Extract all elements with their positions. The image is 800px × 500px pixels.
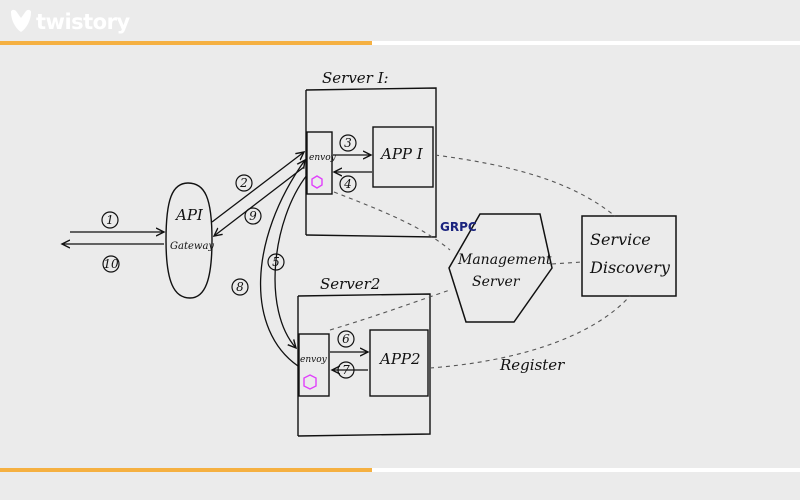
step-number: 7 [342, 363, 350, 377]
envoy2-label: envoy [300, 355, 328, 365]
step-number: 8 [236, 280, 244, 294]
top-divider-bar [372, 41, 800, 45]
step-number: 10 [103, 257, 119, 271]
logo-text: twistory [36, 10, 130, 34]
step-number: 3 [344, 136, 352, 150]
top-accent-bar [0, 41, 372, 45]
step-marker-10: 10 [102, 255, 120, 273]
brand-logo: twistory [8, 6, 130, 36]
arrow-step9 [214, 166, 305, 236]
server1-box [305, 87, 437, 238]
management-server-label-line2: Server [472, 274, 521, 290]
step-marker-8: 8 [231, 278, 249, 296]
grpc-label: GRPC [440, 220, 477, 234]
step-number: 5 [272, 255, 280, 269]
dashed-envoy1-management [333, 191, 451, 251]
step-number: 9 [249, 209, 257, 223]
step-number: 6 [342, 332, 350, 346]
envoy1-label: envoy [309, 153, 337, 163]
envoy1-proxy-icon [311, 175, 323, 189]
management-server-shape [448, 213, 553, 323]
app1-box [372, 126, 434, 188]
step-marker-6: 6 [337, 330, 355, 348]
step-marker-7: 7 [337, 361, 355, 379]
arrow-step5 [274, 174, 308, 348]
arrow-step8 [259, 160, 305, 367]
server1-label: Server I: [322, 69, 389, 87]
envoy2-box [298, 333, 330, 397]
bottom-accent-bar [0, 468, 372, 472]
server2-label: Server2 [320, 275, 380, 293]
api-gateway-shape [165, 182, 213, 299]
bottom-divider-bar [372, 468, 800, 472]
service-discovery-label-line1: Service [590, 230, 651, 249]
service-discovery-label-line2: Discovery [589, 258, 671, 277]
dashed-management-discovery [551, 261, 583, 265]
management-server-label-line1: Management [457, 252, 552, 268]
step-number: 4 [343, 177, 352, 191]
envoy1-box [306, 131, 333, 195]
app2-label: APP2 [378, 350, 421, 368]
dashed-app2-discovery [429, 295, 631, 369]
register-label: Register [499, 356, 565, 374]
step-marker-5: 5 [267, 253, 285, 271]
envoy2-proxy-icon [303, 374, 317, 390]
api-gateway-label-line1: API [174, 206, 204, 224]
app2-box [369, 329, 429, 397]
api-gateway-label-line2: Gateway [170, 241, 214, 252]
logo-mark-icon [11, 9, 31, 32]
step-marker-3: 3 [339, 134, 357, 152]
app1-label: APP I [379, 145, 424, 163]
step-number: 2 [239, 176, 248, 190]
step-marker-9: 9 [244, 207, 262, 225]
step-marker-1: 1 [101, 211, 119, 229]
step-marker-4: 4 [339, 175, 357, 193]
dashed-app1-discovery [434, 154, 616, 217]
arrow-step2 [211, 152, 304, 223]
step-number: 1 [106, 213, 114, 227]
dashed-envoy2-management [329, 289, 451, 331]
step-marker-2: 2 [235, 174, 253, 192]
service-discovery-box [581, 215, 677, 297]
